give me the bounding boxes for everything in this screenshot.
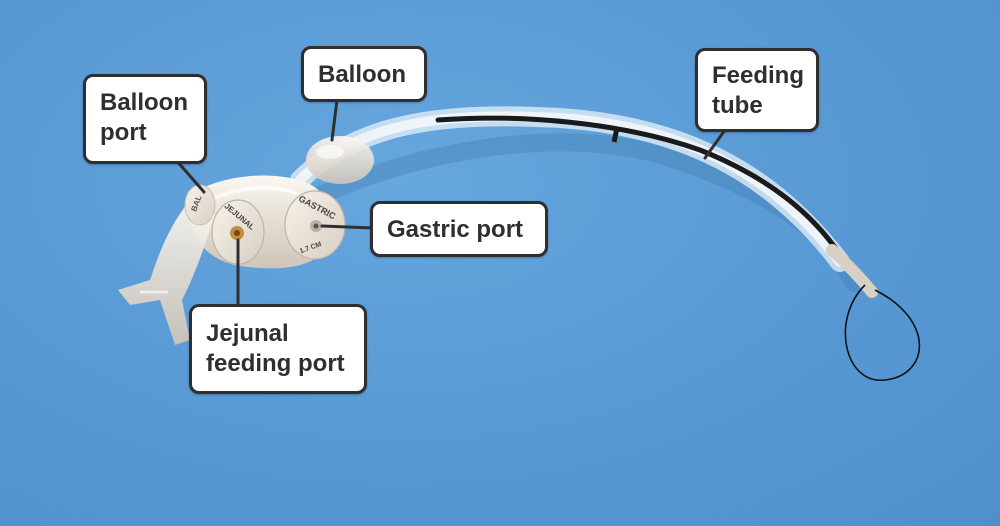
balloon-port-arm [118,200,215,345]
callout-balloon-port-line1: Balloon [100,89,188,116]
callout-feeding-tube: Feeding tube [695,48,819,132]
callout-pointers [174,98,727,308]
callout-balloon-port-line2: port [100,119,147,146]
callout-feeding-tube-line2: tube [712,92,763,119]
callout-jejunal-feeding-port: Jejunal feeding port [189,304,367,394]
callout-balloon-port: Balloon port [83,74,207,164]
balloon-port-cap [184,184,216,226]
callout-balloon: Balloon [301,46,427,102]
callout-jejunal-line1: Jejunal [206,320,289,347]
callout-gastric-port: Gastric port [370,201,548,257]
callout-balloon-text: Balloon [318,61,406,88]
callout-feeding-tube-line1: Feeding [712,62,805,89]
balloon-shape [306,136,374,184]
guide-thread-loop [844,284,921,381]
callout-gastric-port-text: Gastric port [387,216,524,243]
callout-jejunal-line2: feeding port [206,350,345,377]
tube-stripe [435,115,848,265]
